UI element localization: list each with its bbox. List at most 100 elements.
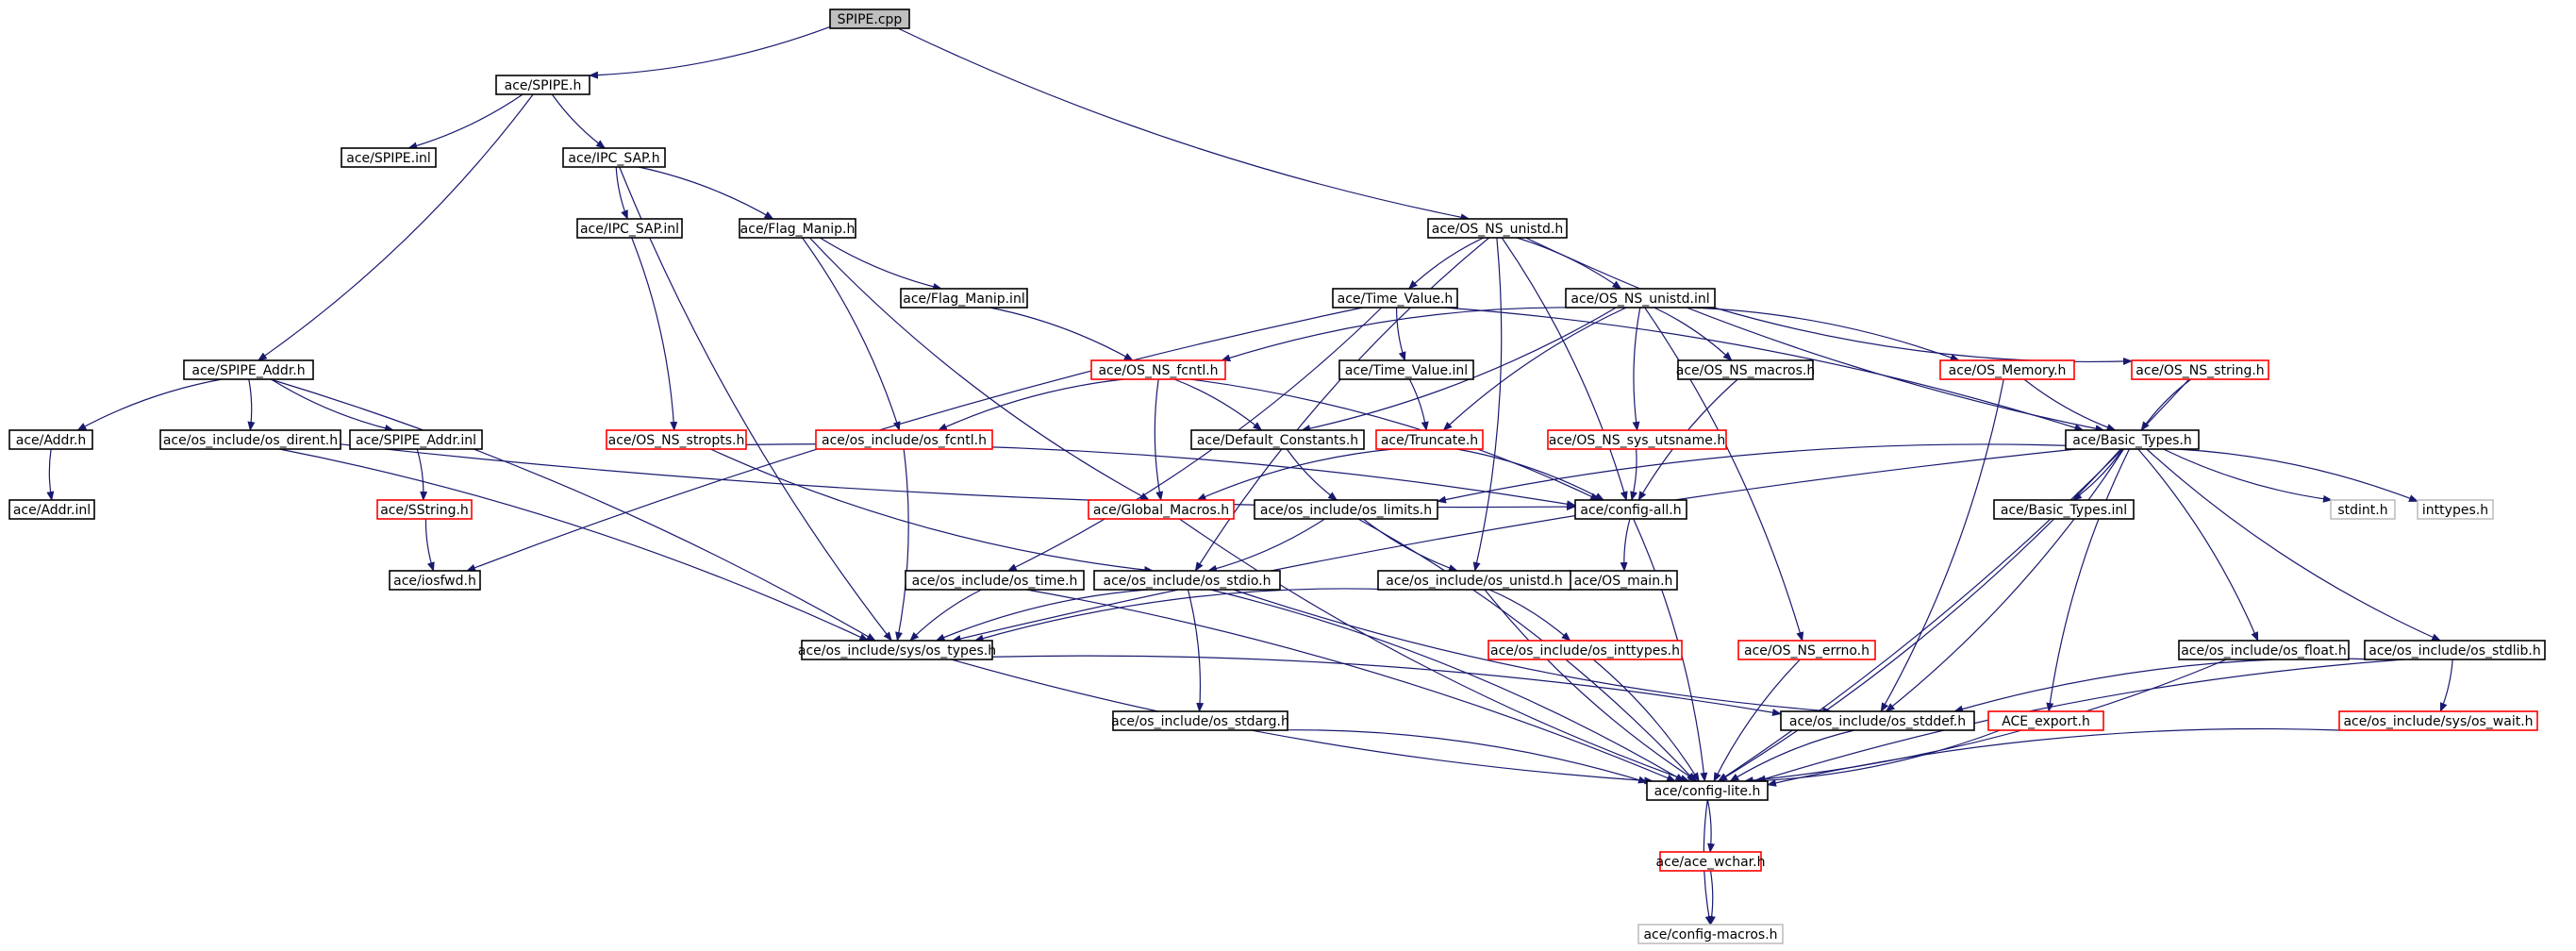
file-node[interactable]: ace/iosfwd.h (389, 570, 481, 591)
file-node[interactable]: ace/os_include/os_stdlib.h (2364, 640, 2546, 660)
include-edge-n27-n42 (2146, 448, 2442, 642)
file-node[interactable]: ace/Basic_Types.inl (1993, 499, 2135, 520)
edge-line (1189, 378, 1601, 501)
file-node-box (1090, 359, 1226, 380)
edge-line (1456, 448, 1605, 501)
file-node[interactable]: ace/OS_main.h (1569, 570, 1678, 591)
file-node[interactable]: ace/os_include/os_inttypes.h (1487, 640, 1683, 660)
file-node[interactable]: ace/Basic_Types.h (2065, 429, 2200, 450)
file-node[interactable]: ace/os_include/sys/os_types.h (798, 640, 996, 660)
edge-line (1006, 307, 1383, 572)
file-node-box (1487, 640, 1683, 660)
file-node-box (1637, 924, 1784, 944)
file-node-box (349, 429, 483, 450)
include-edge-n8-n27 (1444, 307, 2085, 432)
file-node[interactable]: ace/Default_Constants.h (1190, 429, 1365, 450)
file-node[interactable]: ace/OS_NS_string.h (2131, 359, 2269, 380)
file-node[interactable]: ace/config-all.h (1574, 499, 1687, 520)
edge-line (1194, 237, 1490, 572)
edge-line (466, 307, 1364, 572)
file-node[interactable]: ace/OS_NS_fcntl.h (1090, 359, 1226, 380)
file-node-label: ace/Flag_Manip.inl (903, 292, 1024, 307)
include-edge-n9-n25 (1688, 307, 1960, 361)
include-edge-n27-n32 (2163, 448, 2333, 503)
include-edge-n9-n40 (1644, 307, 1804, 642)
file-node[interactable]: ace/os_include/os_fcntl.h (815, 429, 993, 450)
file-node[interactable]: ace/Addr.inl (8, 499, 95, 520)
file-node[interactable]: ace/IPC_SAP.h (562, 147, 666, 168)
file-node-box (1254, 499, 1438, 520)
file-node[interactable]: ace/SPIPE_Addr.h (183, 359, 314, 380)
file-node-label: ace/OS_NS_unistd.inl (1571, 292, 1709, 307)
file-node[interactable]: ace/Time_Value.h (1332, 288, 1458, 309)
include-edge-n9-n23 (1654, 307, 1733, 361)
edge-line (2439, 659, 2453, 712)
include-edge-n28-n47 (1179, 518, 1690, 782)
file-node[interactable]: ace/SPIPE.h (495, 75, 590, 95)
edge-line (820, 237, 943, 291)
file-node[interactable]: ace/OS_NS_stropts.h (606, 429, 747, 450)
include-edge-n37-n38 (973, 588, 1397, 642)
file-node[interactable]: ace/os_include/os_limits.h (1254, 499, 1438, 520)
file-node[interactable]: ace/os_include/os_stddef.h (1780, 710, 1975, 731)
include-edge-n36-n47 (1210, 589, 1686, 782)
file-node[interactable]: stdint.h (2330, 499, 2396, 520)
include-edge-n10-n38 (270, 378, 876, 642)
file-node[interactable]: ace/Flag_Manip.inl (900, 288, 1028, 309)
include-edge-n27-n47 (1718, 448, 2121, 782)
include-edge-n21-n22 (1408, 378, 1429, 431)
include-edge-n42-n47 (1756, 659, 2405, 783)
include-edge-n43-n47 (1269, 729, 1648, 784)
file-node[interactable]: ace/SPIPE.inl (341, 147, 437, 168)
file-node[interactable]: ace/OS_NS_sys_utsname.h (1547, 429, 1727, 450)
file-node-label: ace/os_include/os_dirent.h (163, 433, 338, 448)
file-node[interactable]: ace/os_include/sys/os_wait.h (2338, 710, 2538, 731)
file-node[interactable]: ace/ace_wchar.h (1656, 851, 1766, 872)
file-node[interactable]: SPIPE.cpp (829, 8, 910, 29)
file-node[interactable]: ace/Truncate.h (1375, 429, 1484, 450)
include-edge-n9-n20 (1301, 307, 1617, 433)
edge-line (951, 659, 1654, 785)
file-node[interactable]: ace/os_include/os_dirent.h (159, 429, 341, 450)
file-node[interactable]: ace/os_include/os_float.h (2178, 640, 2350, 660)
edge-line (935, 589, 1148, 642)
file-node[interactable]: ace/OS_NS_macros.h (1676, 359, 1815, 380)
file-node[interactable]: ace/OS_NS_unistd.inl (1565, 288, 1716, 309)
file-node[interactable]: ace/OS_NS_unistd.h (1427, 218, 1568, 239)
include-edge-n19-n30 (1189, 378, 1601, 501)
file-node-box (576, 218, 683, 239)
edge-line (46, 448, 55, 501)
file-node-box (2364, 640, 2546, 660)
file-node[interactable]: ace/os_include/os_stdarg.h (1111, 710, 1289, 731)
include-edge-n9-n22 (1442, 307, 1627, 431)
file-node-label: ace/OS_NS_stropts.h (608, 433, 745, 448)
file-node[interactable]: ace/OS_NS_errno.h (1737, 640, 1876, 660)
file-node[interactable]: ace/IPC_SAP.inl (576, 218, 683, 239)
file-node[interactable]: ace/os_include/os_stdio.h (1093, 570, 1281, 591)
include-edge-n36-n43 (1187, 589, 1205, 712)
include-edge-n14-n15 (416, 448, 428, 501)
edge-line (991, 655, 1782, 717)
file-node[interactable]: ace/SString.h (376, 499, 473, 520)
file-node[interactable]: ace/Time_Value.inl (1338, 359, 1474, 380)
file-node[interactable]: ace/OS_Memory.h (1939, 359, 2075, 380)
include-edge-n29-n47 (1357, 518, 1696, 782)
file-node-box (1332, 288, 1458, 309)
file-node[interactable]: ace/SPIPE_Addr.inl (349, 429, 483, 450)
file-node[interactable]: ace/Flag_Manip.h (739, 218, 856, 239)
file-node-box (8, 499, 95, 520)
edge-line (1706, 799, 1716, 853)
file-node[interactable]: ace/Addr.h (8, 429, 93, 450)
edge-line (808, 237, 1150, 501)
file-node[interactable]: ace/config-macros.h (1637, 924, 1784, 944)
file-node[interactable]: ace/config-lite.h (1646, 780, 1769, 801)
file-node[interactable]: ace/os_include/os_time.h (905, 570, 1085, 591)
file-node[interactable]: ace/os_include/os_unistd.h (1377, 570, 1571, 591)
file-node-box (829, 8, 910, 29)
edge-line (710, 448, 1155, 574)
file-node-label: ace/os_include/os_stdlib.h (2368, 643, 2540, 659)
file-node[interactable]: ace/Global_Macros.h (1088, 499, 1235, 520)
file-node-label: ace/Time_Value.h (1338, 292, 1454, 307)
file-node[interactable]: inttypes.h (2417, 499, 2494, 520)
file-node[interactable]: ACE_export.h (1987, 710, 2104, 731)
